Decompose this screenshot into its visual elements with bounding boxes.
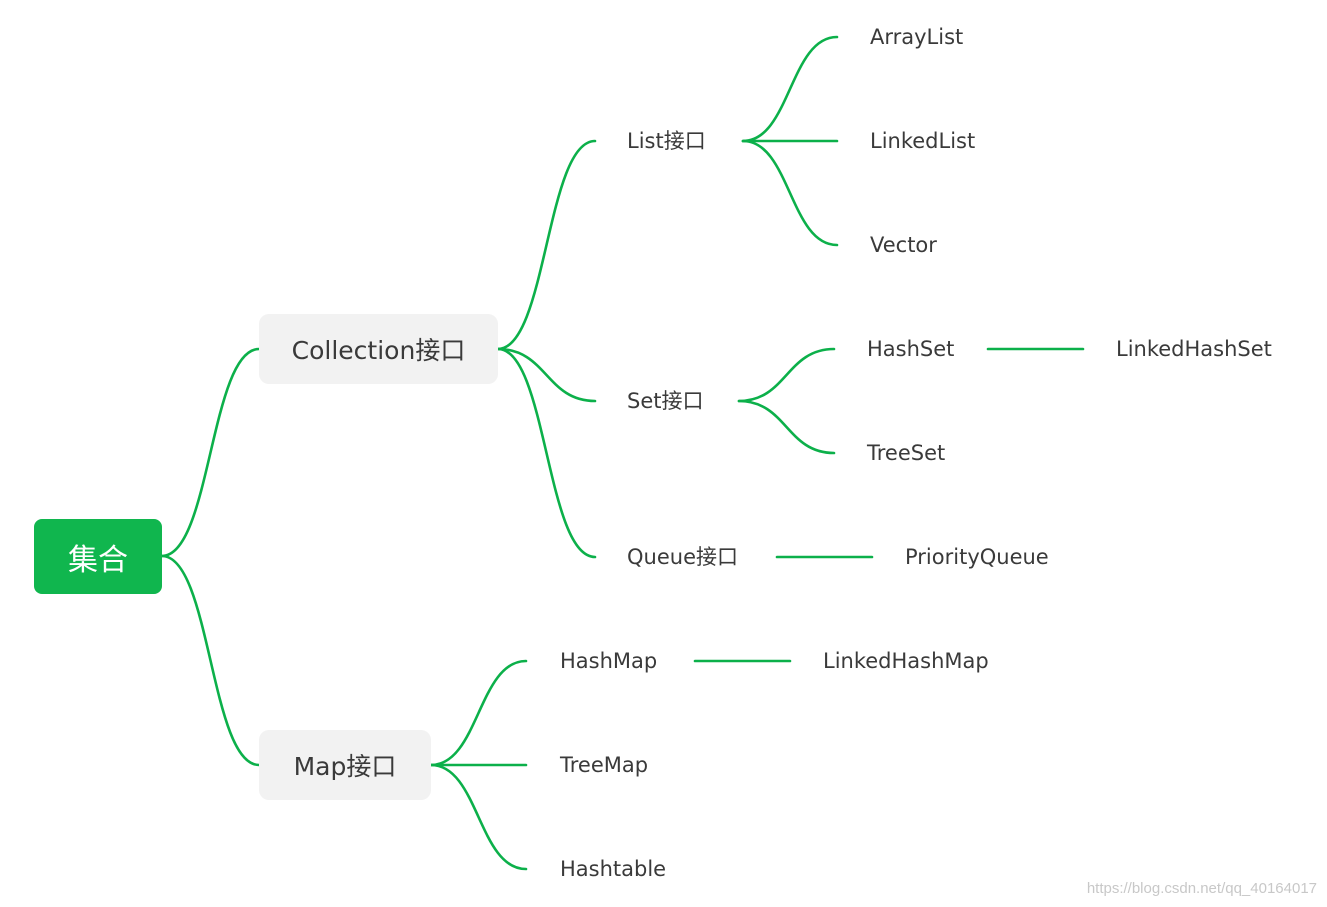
root-node-label: 集合 <box>68 542 128 578</box>
edge-map-hashtable <box>429 763 528 871</box>
hashmap-node[interactable]: HashMap <box>560 649 658 673</box>
edge-list-vector <box>741 139 839 247</box>
set-interface-node[interactable]: Set接口 <box>627 389 704 413</box>
arraylist-node[interactable]: ArrayList <box>870 25 964 49</box>
edge-root-collection <box>160 347 261 558</box>
edge-map-hashmap <box>429 659 528 767</box>
hashtable-node[interactable]: Hashtable <box>560 857 667 881</box>
treeset-node[interactable]: TreeSet <box>867 441 946 465</box>
queue-interface-node[interactable]: Queue接口 <box>627 545 738 569</box>
collection-interface-node[interactable]: Collection接口 <box>259 314 498 384</box>
watermark-url: https://blog.csdn.net/qq_40164017 <box>1086 880 1317 897</box>
collection-interface-label: Collection接口 <box>291 336 466 365</box>
edge-collection-set <box>496 347 597 403</box>
map-interface-node[interactable]: Map接口 <box>259 730 431 800</box>
edge-set-hashset <box>737 347 836 403</box>
priorityqueue-node[interactable]: PriorityQueue <box>905 545 1049 569</box>
vector-node[interactable]: Vector <box>870 233 937 257</box>
map-interface-label: Map接口 <box>293 752 397 781</box>
hashset-node[interactable]: HashSet <box>867 337 955 361</box>
linkedhashmap-node[interactable]: LinkedHashMap <box>823 649 989 673</box>
linkedlist-node[interactable]: LinkedList <box>870 129 976 153</box>
edge-set-treeset <box>737 399 836 455</box>
list-interface-node[interactable]: List接口 <box>627 129 706 153</box>
root-node-collections[interactable]: 集合 <box>34 519 162 594</box>
edge-root-map <box>160 554 261 767</box>
edge-list-arraylist <box>741 35 839 143</box>
linkedhashset-node[interactable]: LinkedHashSet <box>1116 337 1272 361</box>
edge-collection-queue <box>496 347 597 559</box>
treemap-node[interactable]: TreeMap <box>560 753 649 777</box>
edge-collection-list <box>496 139 597 351</box>
